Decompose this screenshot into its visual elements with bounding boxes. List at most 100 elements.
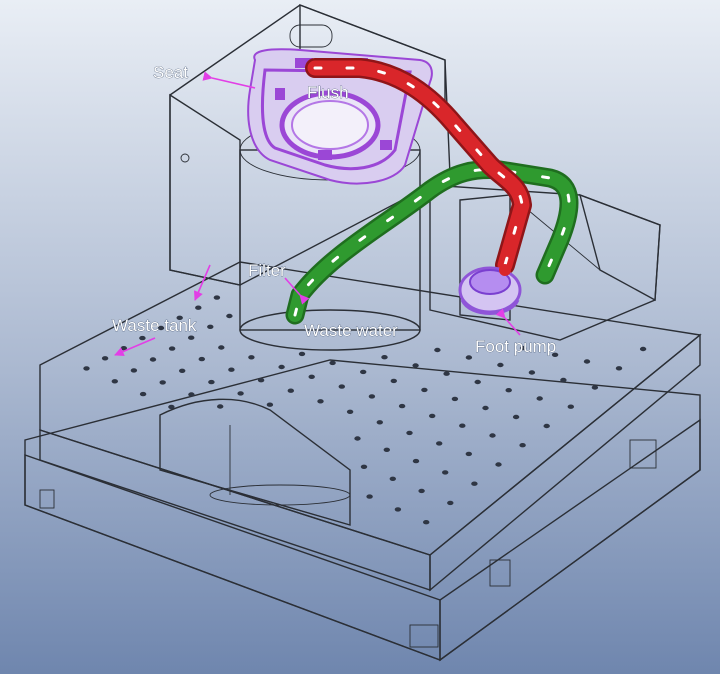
label-seat: Seat	[153, 63, 188, 82]
platform-hole	[528, 370, 536, 375]
platform-hole	[451, 396, 459, 402]
waste-tank-pointer-upper	[193, 264, 211, 301]
platform-hole	[149, 357, 157, 362]
platform-hole	[381, 355, 388, 360]
perforated-platform	[39, 261, 702, 592]
platform-hole	[176, 315, 183, 320]
platform-hole	[436, 441, 443, 446]
platform-hole	[383, 447, 390, 452]
platform-hole	[418, 488, 425, 494]
platform-hole	[237, 391, 244, 396]
platform-hole	[366, 494, 373, 499]
label-filter: Filter	[248, 261, 286, 280]
label-flush: Flush	[307, 83, 349, 102]
platform-hole	[217, 404, 224, 409]
flush-pipe	[305, 58, 532, 275]
platform-hole	[519, 345, 527, 351]
platform-hole	[248, 355, 255, 360]
platform-hole	[198, 356, 205, 362]
platform-hole	[406, 430, 413, 436]
platform-hole	[474, 379, 481, 385]
platform-hole	[482, 405, 489, 411]
platform-hole	[317, 399, 324, 404]
platform-hole	[111, 379, 119, 384]
platform-hole	[423, 520, 430, 525]
platform-hole	[551, 352, 559, 357]
platform-hole	[360, 464, 368, 469]
platform-hole	[360, 369, 367, 375]
platform-hole	[519, 443, 526, 448]
platform-hole	[443, 371, 450, 376]
platform-hole	[429, 413, 436, 419]
platform-hole	[465, 355, 473, 360]
platform-hole	[329, 360, 336, 366]
platform-hole	[560, 377, 567, 383]
platform-hole	[536, 396, 543, 401]
base-frame	[24, 359, 701, 662]
platform-hole	[139, 391, 147, 397]
platform-hole	[257, 378, 265, 383]
platform-hole	[639, 346, 647, 352]
platform-hole	[266, 402, 274, 407]
platform-hole	[421, 387, 428, 393]
platform-hole	[298, 351, 306, 357]
platform-hole	[390, 378, 397, 384]
waste-water-pipe	[285, 160, 579, 325]
platform-hole	[489, 433, 496, 438]
platform-hole	[346, 409, 354, 414]
platform-hole	[157, 325, 165, 331]
platform-hole	[412, 363, 419, 368]
platform-hole	[278, 364, 285, 370]
platform-hole	[567, 404, 574, 409]
platform-hole	[591, 385, 599, 390]
platform-hole	[218, 345, 225, 350]
label-waste-tank: Waste tank	[112, 316, 197, 335]
platform-hole	[83, 366, 90, 371]
platform-hole	[543, 423, 550, 429]
platform-hole	[308, 374, 315, 379]
platform-hole	[434, 347, 441, 353]
platform-hole	[139, 335, 146, 341]
platform-hole	[398, 403, 406, 409]
platform-hole	[168, 404, 175, 410]
platform-hole	[471, 481, 478, 486]
platform-hole	[447, 500, 454, 506]
filter-pointer	[284, 277, 310, 305]
platform-hole	[389, 476, 396, 481]
platform-hole	[368, 394, 376, 399]
platform-hole	[412, 458, 420, 464]
platform-hole	[188, 392, 195, 397]
platform-hole	[465, 451, 472, 457]
platform-hole	[208, 379, 215, 385]
label-foot-pump: Foot pump	[475, 337, 556, 356]
platform-hole	[168, 346, 176, 351]
foot-pump	[458, 264, 522, 315]
platform-hole	[101, 356, 109, 361]
platform-hole	[583, 359, 591, 364]
platform-hole	[376, 420, 383, 425]
platform-hole	[188, 335, 195, 340]
platform-hole	[207, 324, 214, 329]
platform-hole	[495, 462, 502, 467]
platform-hole	[159, 380, 166, 385]
platform-hole	[195, 305, 202, 310]
platform-hole	[512, 414, 520, 420]
foot-pump-pointer	[495, 308, 521, 336]
platform-hole	[505, 388, 512, 393]
waste-tank-pointer-lower	[114, 337, 156, 357]
platform-hole	[179, 368, 186, 373]
platform-hole	[394, 507, 402, 512]
platform-hole	[228, 367, 235, 372]
annotation-arrows	[114, 71, 521, 357]
platform-hole	[497, 362, 504, 368]
platform-hole	[130, 368, 138, 373]
platform-hole	[442, 470, 449, 475]
platform-hole	[615, 366, 623, 371]
platform-hole	[213, 295, 221, 300]
platform-hole	[459, 423, 466, 428]
platform-hole	[338, 384, 345, 389]
seat-pointer	[202, 71, 256, 89]
platform-hole	[287, 388, 294, 393]
